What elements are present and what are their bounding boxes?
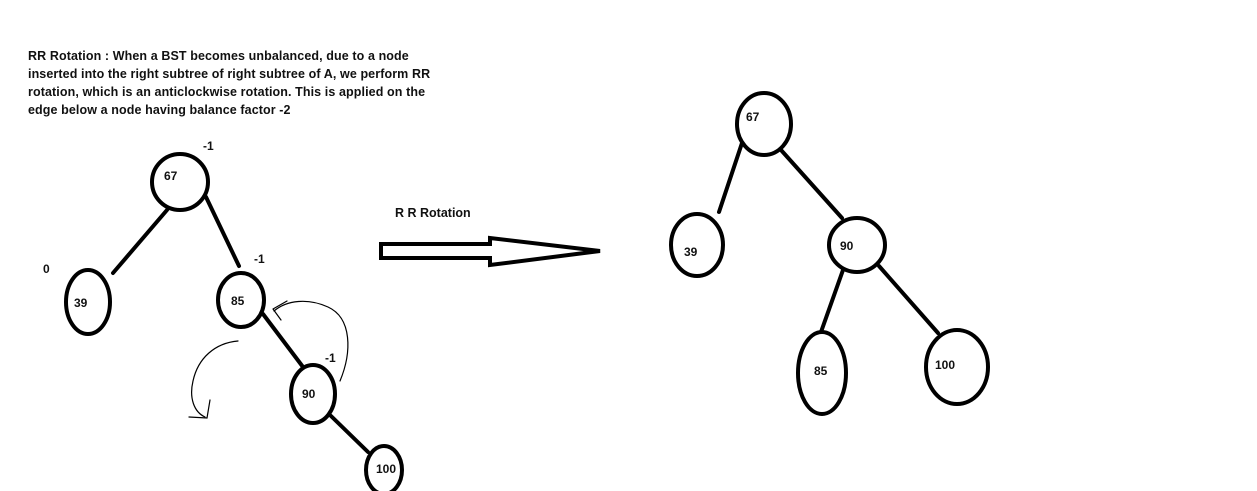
edge-90-85-after [819,268,845,334]
description-line: RR Rotation : When a BST becomes unbalan… [28,49,409,63]
after-label-67: 67 [746,110,760,124]
edge-67-39-after [717,141,744,214]
edge-90-100-after [877,264,940,335]
after-label-90: 90 [840,239,854,253]
before-label-39: 39 [74,296,88,310]
after-node-90 [827,216,887,274]
before-node-85 [216,271,266,329]
rr-rotation-arrow [379,235,601,268]
after-label-85: 85 [814,364,828,378]
before-label-100: 100 [376,462,396,476]
balance-factor-90: -1 [325,351,336,365]
before-node-67 [150,152,210,212]
rotation-curve-right-arrowhead-icon [272,300,288,321]
rotation-curve-left-icon [191,340,239,418]
edge-67-39 [111,208,169,275]
balance-factor-85: -1 [254,252,265,266]
balance-factor-67: -1 [203,139,214,153]
edge-67-85 [204,195,241,268]
rotation-curve-left-arrowhead-icon [188,399,211,419]
balance-factor-39: 0 [43,262,50,276]
before-node-39 [64,268,112,336]
after-node-100 [924,328,990,406]
before-label-85: 85 [231,294,245,308]
before-node-100 [364,444,404,491]
edge-90-100 [329,414,370,454]
after-label-39: 39 [684,245,698,259]
edge-67-90-after [779,148,844,220]
before-label-67: 67 [164,169,178,183]
description-line: rotation, which is an anticlockwise rota… [28,85,426,99]
after-node-85 [796,330,848,416]
description-line: edge below a node having balance factor … [28,103,291,117]
after-label-100: 100 [935,358,955,372]
rr-rotation-description: RR Rotation : When a BST becomes unbalan… [28,47,458,119]
arrow-label: R R Rotation [395,206,471,220]
rotation-curve-right-icon [273,300,349,382]
after-node-39 [669,212,725,278]
edge-85-90 [261,312,305,369]
after-node-67 [735,91,793,157]
before-node-90 [289,363,337,425]
before-label-90: 90 [302,387,316,401]
description-line: inserted into the right subtree of right… [28,67,431,81]
